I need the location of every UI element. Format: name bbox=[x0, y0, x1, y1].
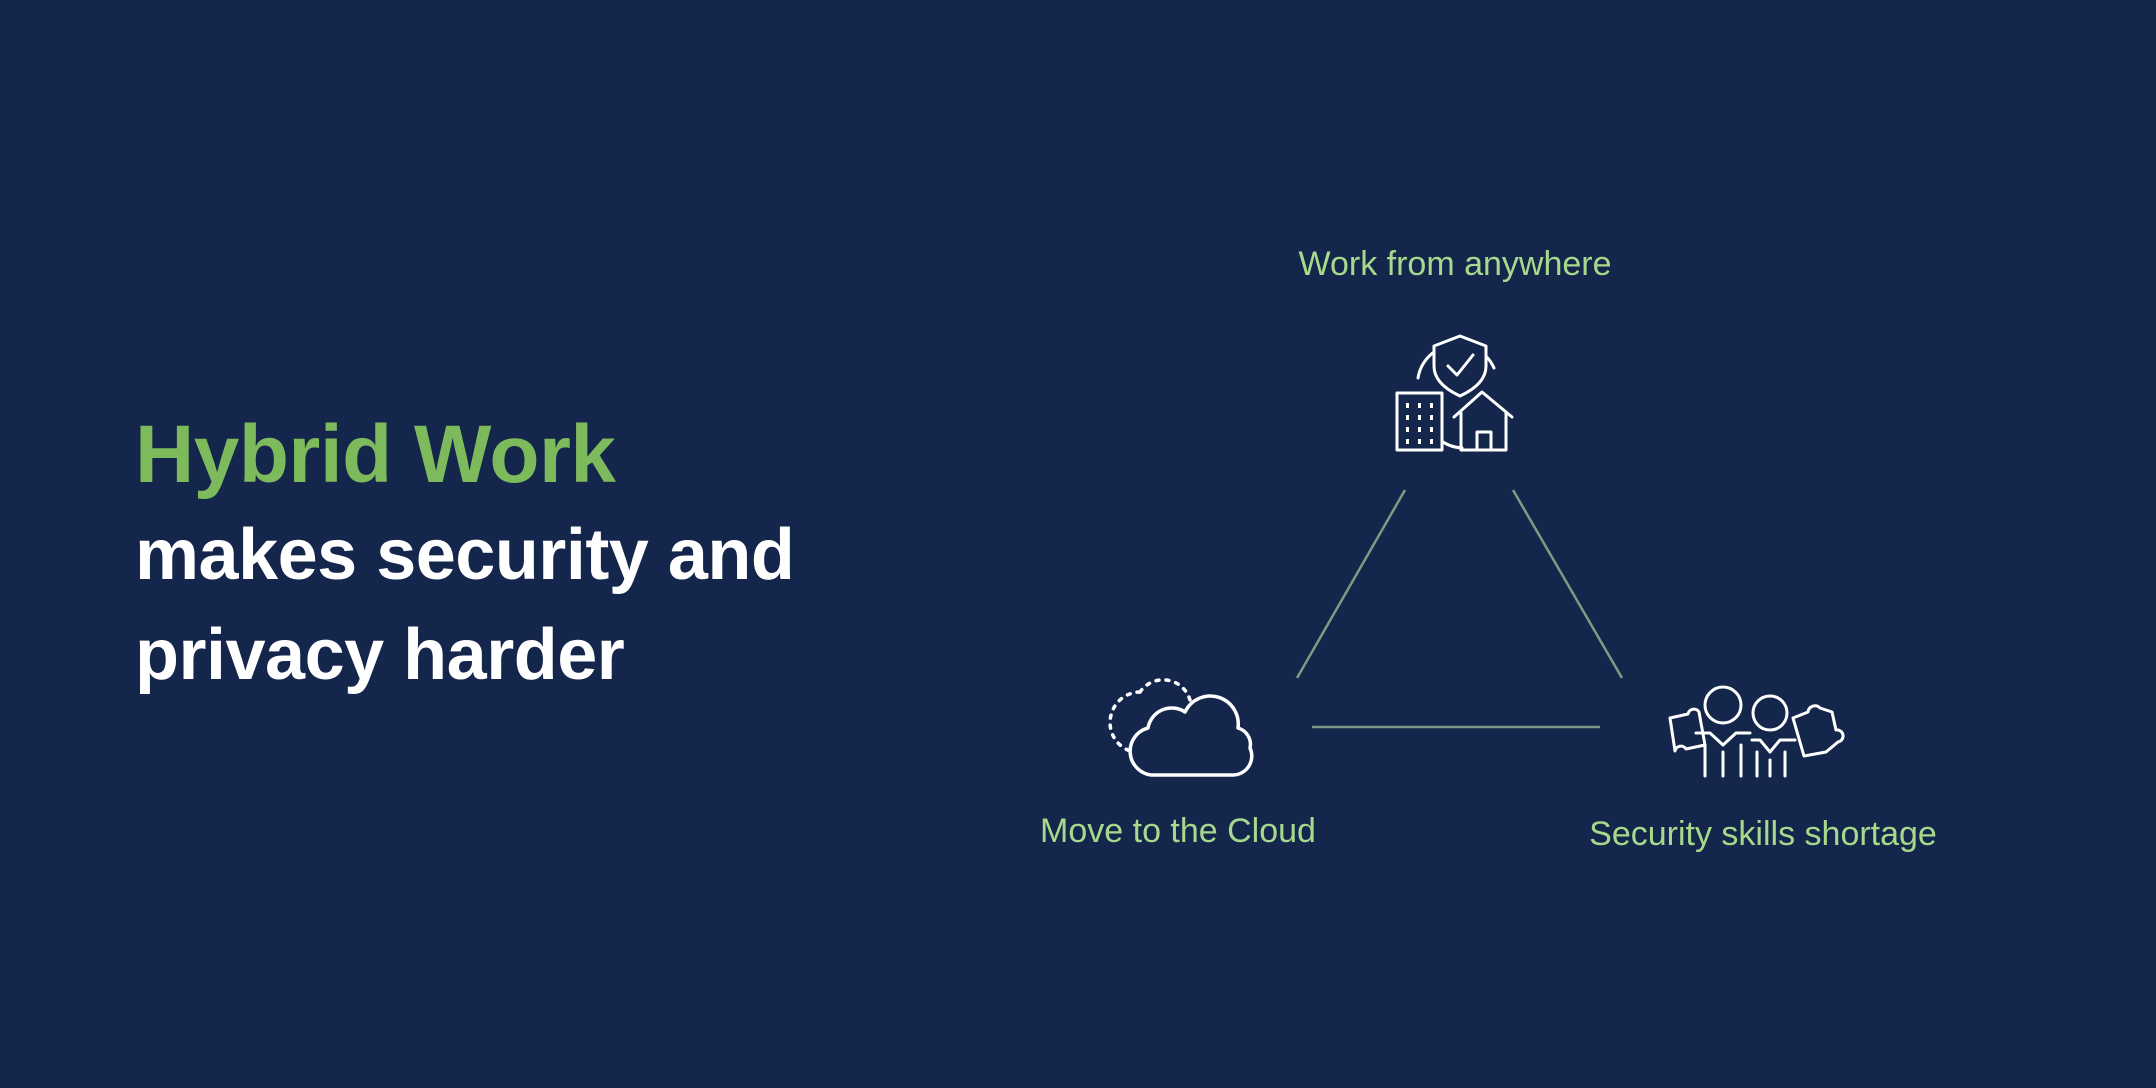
headline: Hybrid Work makes security and privacy h… bbox=[135, 405, 935, 705]
office-home-shield-icon bbox=[1395, 334, 1514, 452]
people-puzzle-icon bbox=[1668, 685, 1845, 778]
headline-subtitle: makes security and privacy harder bbox=[135, 515, 795, 695]
cloud-icon bbox=[1108, 678, 1254, 777]
headline-accent: Hybrid Work bbox=[135, 409, 616, 500]
connector-top-left bbox=[1295, 489, 1407, 679]
node-label-move-to-cloud: Move to the Cloud bbox=[1040, 812, 1316, 850]
node-label-work-from-anywhere: Work from anywhere bbox=[1298, 245, 1612, 283]
connector-top-right bbox=[1511, 489, 1624, 679]
node-label-security-skills-shortage: Security skills shortage bbox=[1589, 815, 1937, 853]
